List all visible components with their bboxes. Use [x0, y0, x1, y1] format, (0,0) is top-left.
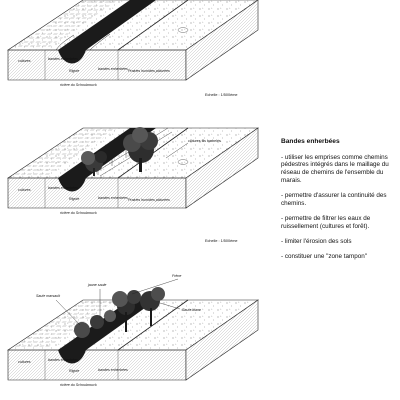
legend-item: - utiliser les emprises comme chemins pé…	[281, 153, 389, 184]
label-jaune-saule: jaune saule	[87, 283, 106, 287]
label-prairies: Prairies humides pâturées	[128, 69, 170, 73]
label-clotures: clôtures fils barbelés	[188, 139, 221, 143]
tree-cluster-left	[81, 151, 107, 176]
scale-label: Echelle : 1/500ème	[205, 93, 238, 97]
diagram-2-block: clôtures fils barbelés cultures bandes e…	[7, 127, 259, 243]
scale-label: Echelle : 1/500ème	[205, 239, 238, 243]
label-bandes-left: bandes enherbées	[48, 57, 78, 61]
cow-icon	[177, 27, 189, 33]
legend-item: - permettre de filtrer les eaux de ruiss…	[281, 214, 371, 230]
block-front	[7, 349, 187, 381]
label-rigole: Rigole	[69, 369, 79, 373]
river-section	[58, 350, 86, 364]
river-section	[58, 50, 86, 64]
legend-item: - permettre d'assurer la continuité des …	[281, 192, 387, 207]
label-bandes-right: bandes enherbées	[98, 196, 128, 200]
cow-icon	[177, 159, 189, 165]
label-bandes-right: bandes enherbées	[98, 368, 128, 372]
block-front	[7, 49, 187, 81]
legend-panel: Bandes enherbées - utiliser les emprises…	[281, 138, 399, 268]
tree-large	[123, 127, 158, 172]
diagram-3-block: Saule marsault jaune saule Frêne Saule b…	[7, 274, 259, 387]
label-cultures: cultures	[18, 59, 31, 63]
field-left	[8, 0, 118, 50]
diagram-1-block: cultures bandes enherbées Rigole rivière…	[7, 0, 259, 97]
river-channel	[58, 0, 156, 50]
label-frene: Frêne	[172, 274, 181, 278]
label-riviere: rivière du Schoubrouck	[60, 383, 97, 387]
legend-title: Bandes enherbées	[281, 138, 340, 145]
label-saule-blanc: Saule blanc	[182, 308, 201, 312]
legend-item: - constituer une "zone tampon"	[281, 253, 368, 261]
legend-item: - limiter l'érosion des sols	[281, 237, 352, 245]
label-rigole: Rigole	[69, 197, 79, 201]
field-left	[8, 128, 118, 178]
block-front	[7, 177, 187, 209]
label-cultures: cultures	[18, 188, 31, 192]
label-bandes-right: bandes enherbées	[98, 67, 128, 71]
label-prairies: Prairies humides pâturées	[128, 198, 170, 202]
field-left	[8, 300, 118, 350]
label-bandes-left: bandes enherbées	[48, 186, 78, 190]
tree-row	[74, 287, 165, 338]
river-section	[58, 178, 86, 192]
callout-leader	[165, 142, 189, 159]
label-riviere: rivière du Schoubrouck	[60, 211, 97, 215]
label-rigole: Rigole	[69, 69, 79, 73]
label-saule-marsault: Saule marsault	[36, 294, 61, 298]
label-bandes-left: bandes enherbées	[48, 358, 78, 362]
label-riviere: rivière du Schoubrouck	[60, 83, 97, 87]
label-cultures: cultures	[18, 360, 31, 364]
